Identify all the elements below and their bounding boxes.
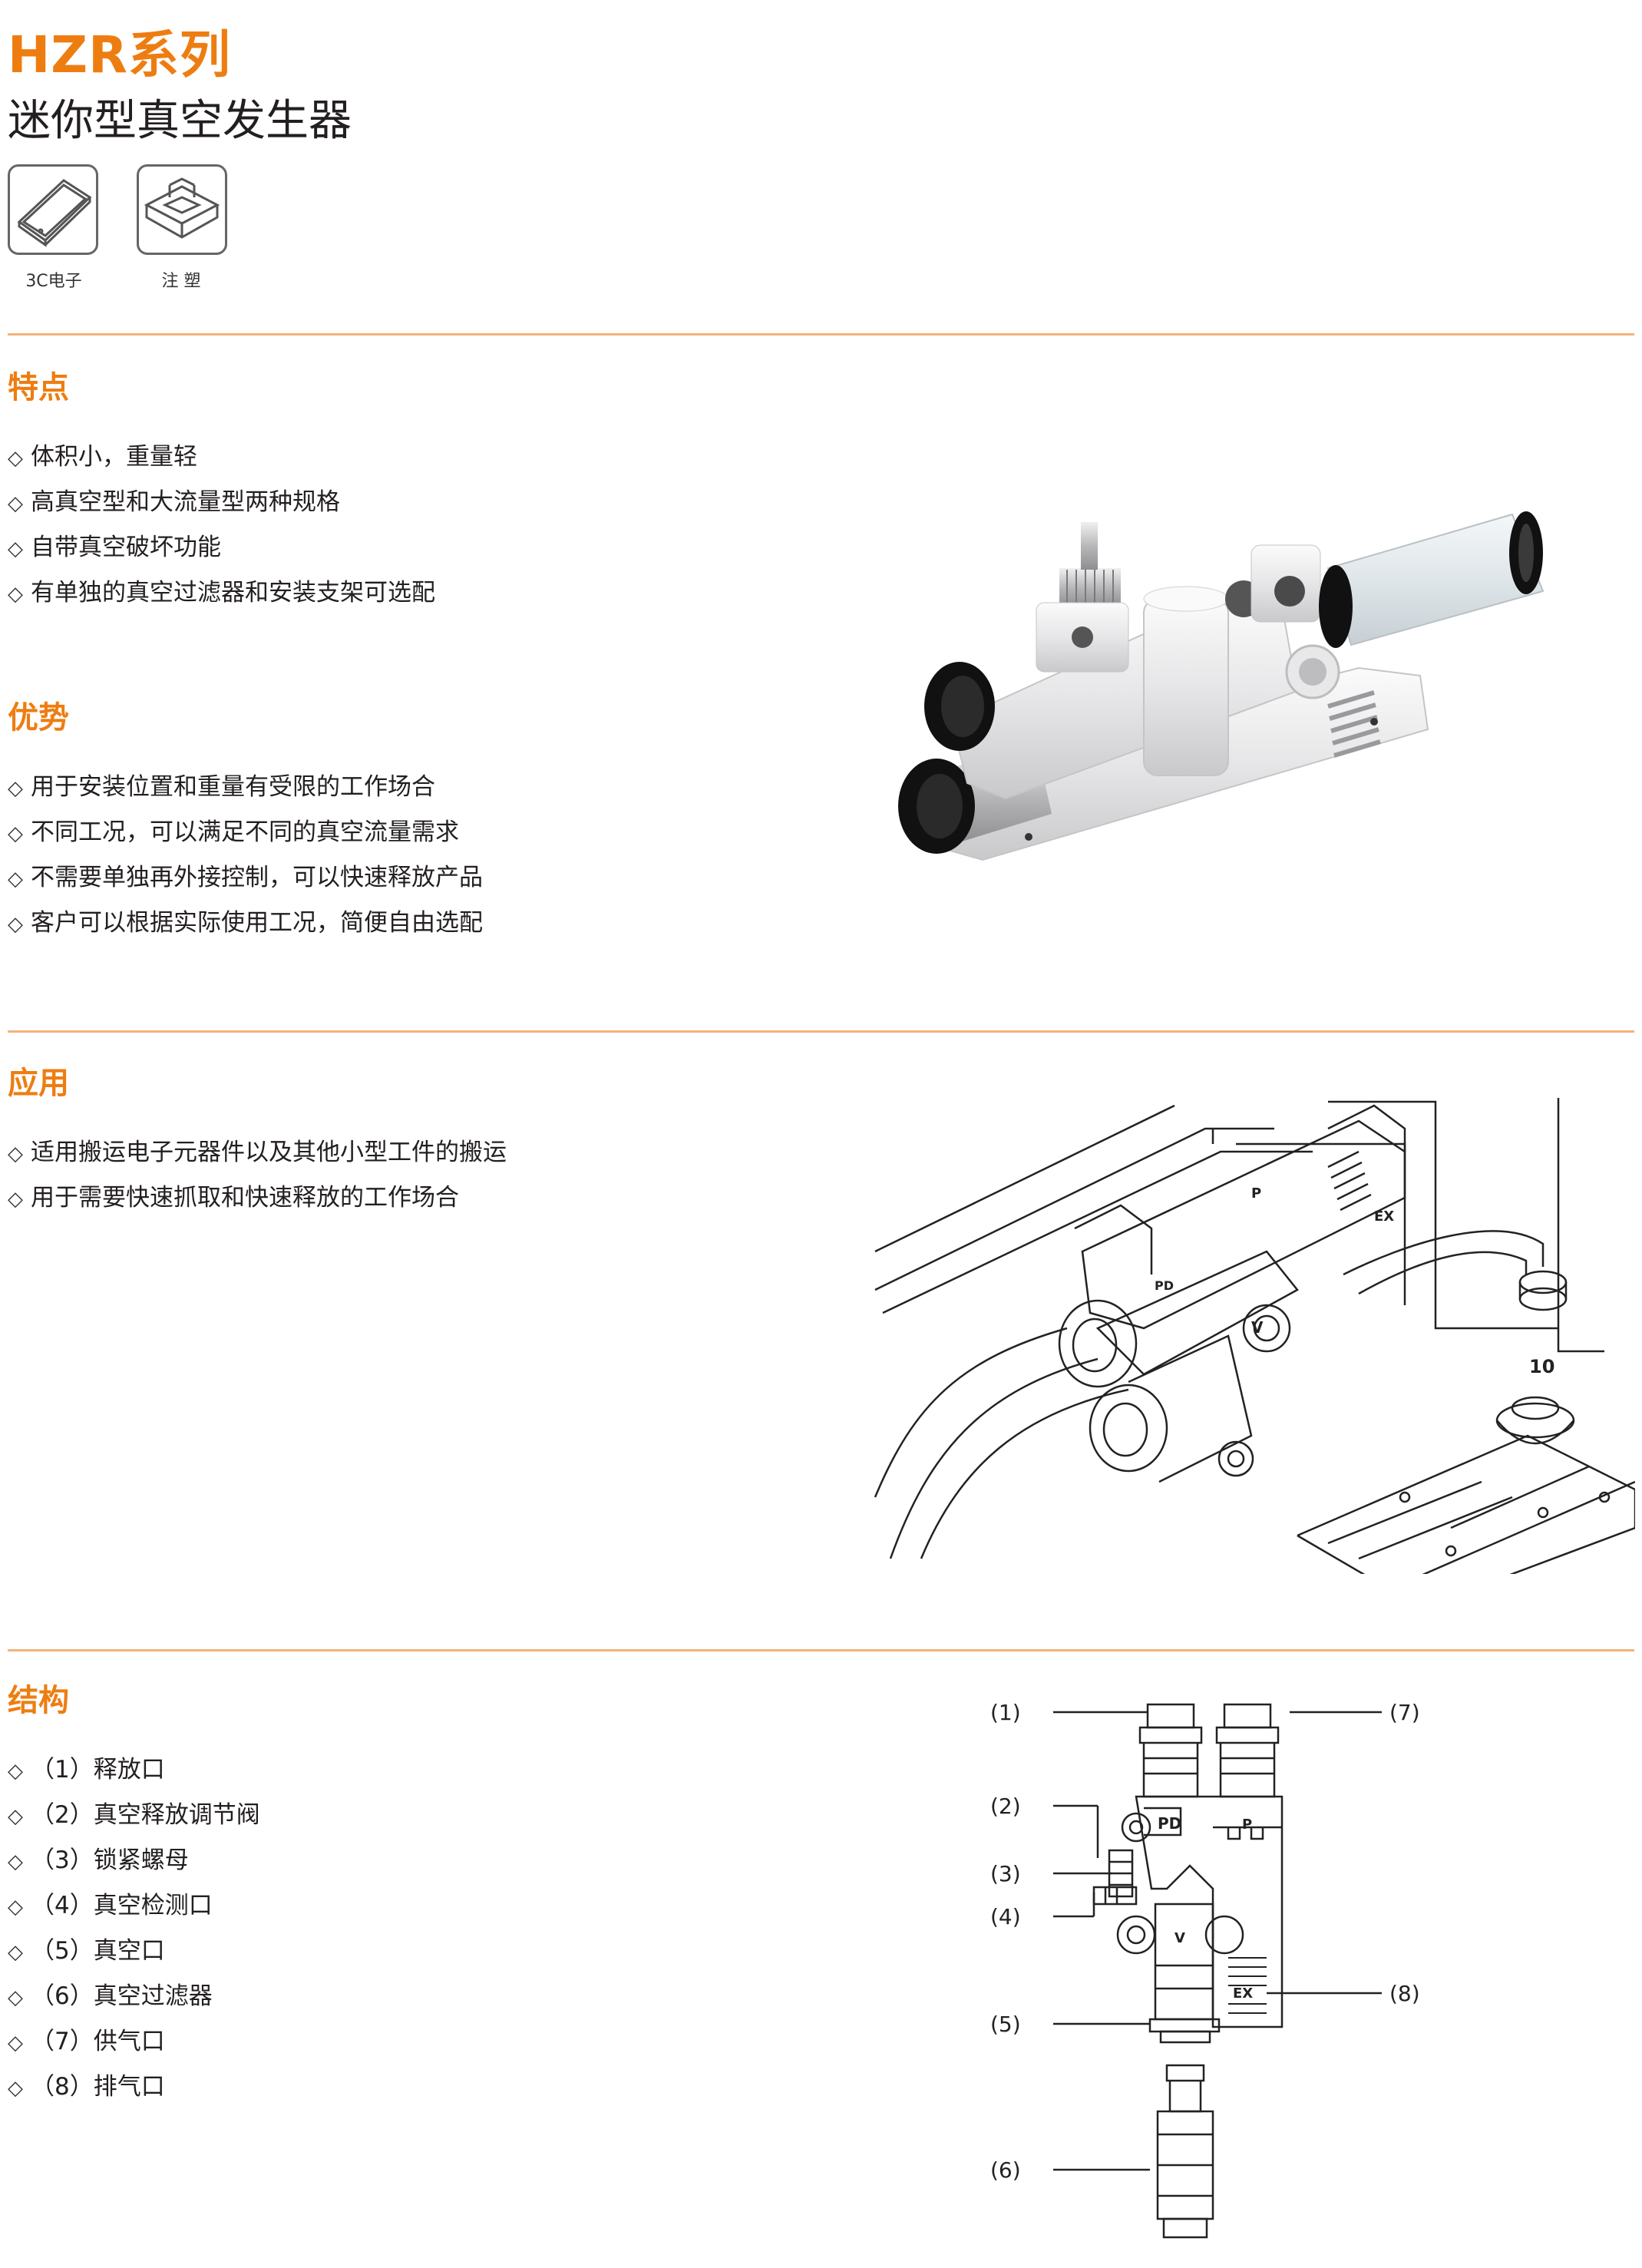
cup-size-label: 10 [1529,1356,1554,1377]
series-title: HZR系列 [8,25,231,84]
list-item: ◇（6）真空过滤器 [8,1982,213,2010]
advantages-title: 优势 [8,700,69,736]
list-item: ◇（8）排气口 [8,2073,165,2101]
port-pd-label: PD [1155,1278,1174,1293]
mark-ex: EX [1233,1985,1253,2002]
port-v-label: V [1251,1318,1264,1337]
port-p-label: P [1251,1185,1261,1202]
list-item: ◇自带真空破坏功能 [8,534,221,561]
section-divider [8,333,1634,336]
callout-1: (1) [990,1700,1021,1725]
list-item: ◇（2）真空释放调节阀 [8,1801,260,1829]
app-label-injection: 注 塑 [161,272,201,291]
list-item: ◇（5）真空口 [8,1937,165,1965]
application-list: ◇适用搬运电子元器件以及其他小型工件的搬运 ◇用于需要快速抓取和快速释放的工作场… [8,1130,507,1221]
section-divider [8,1649,1634,1651]
advantages-list: ◇用于安装位置和重量有受限的工作场合 ◇不同工况，可以满足不同的真空流量需求 ◇… [8,765,483,946]
callout-4: (4) [990,1904,1021,1929]
application-title: 应用 [8,1066,69,1101]
section-divider [8,1030,1634,1033]
list-item: ◇高真空型和大流量型两种规格 [8,488,340,516]
list-item: ◇客户可以根据实际使用工况，简便自由选配 [8,909,483,937]
callout-6: (6) [990,2157,1021,2183]
structure-diagram: (1) (2) (3) (4) (5) (6) (7) (8) PD P V E… [983,1674,1459,2260]
features-title: 特点 [8,370,69,405]
list-item: ◇适用搬运电子元器件以及其他小型工件的搬运 [8,1139,507,1166]
list-item: ◇（3）锁紧螺母 [8,1846,189,1874]
callout-2: (2) [990,1794,1021,1819]
list-item: ◇体积小，重量轻 [8,443,197,471]
structure-title: 结构 [8,1683,69,1718]
injection-molding-icon [137,164,227,255]
mark-p: P [1242,1817,1252,1833]
callout-7: (7) [1389,1700,1420,1725]
callout-5: (5) [990,2012,1021,2037]
list-item: ◇（1）释放口 [8,1756,165,1784]
features-list: ◇体积小，重量轻 ◇高真空型和大流量型两种规格 ◇自带真空破坏功能 ◇有单独的真… [8,435,435,616]
callout-8: (8) [1389,1981,1420,2006]
list-item: ◇用于安装位置和重量有受限的工作场合 [8,773,435,801]
list-item: ◇（7）供气口 [8,2028,165,2055]
tablet-device-icon [8,164,98,255]
port-ex-label: EX [1374,1208,1394,1225]
list-item: ◇（4）真空检测口 [8,1892,213,1919]
mark-v: V [1175,1930,1185,1946]
list-item: ◇有单独的真空过滤器和安装支架可选配 [8,579,435,607]
application-drawing: 10 V P PD EX [867,1098,1637,1622]
list-item: ◇不同工况，可以满足不同的真空流量需求 [8,818,459,846]
list-item: ◇用于需要快速抓取和快速释放的工作场合 [8,1184,459,1212]
app-label-3c: 3C电子 [25,272,82,291]
product-subtitle: 迷你型真空发生器 [8,96,352,146]
product-photo [883,476,1558,878]
list-item: ◇不需要单独再外接控制，可以快速释放产品 [8,864,483,891]
callout-3: (3) [990,1861,1021,1886]
mark-pd: PD [1158,1814,1181,1833]
structure-list: ◇（1）释放口 ◇（2）真空释放调节阀 ◇（3）锁紧螺母 ◇（4）真空检测口 ◇… [8,1747,260,2110]
